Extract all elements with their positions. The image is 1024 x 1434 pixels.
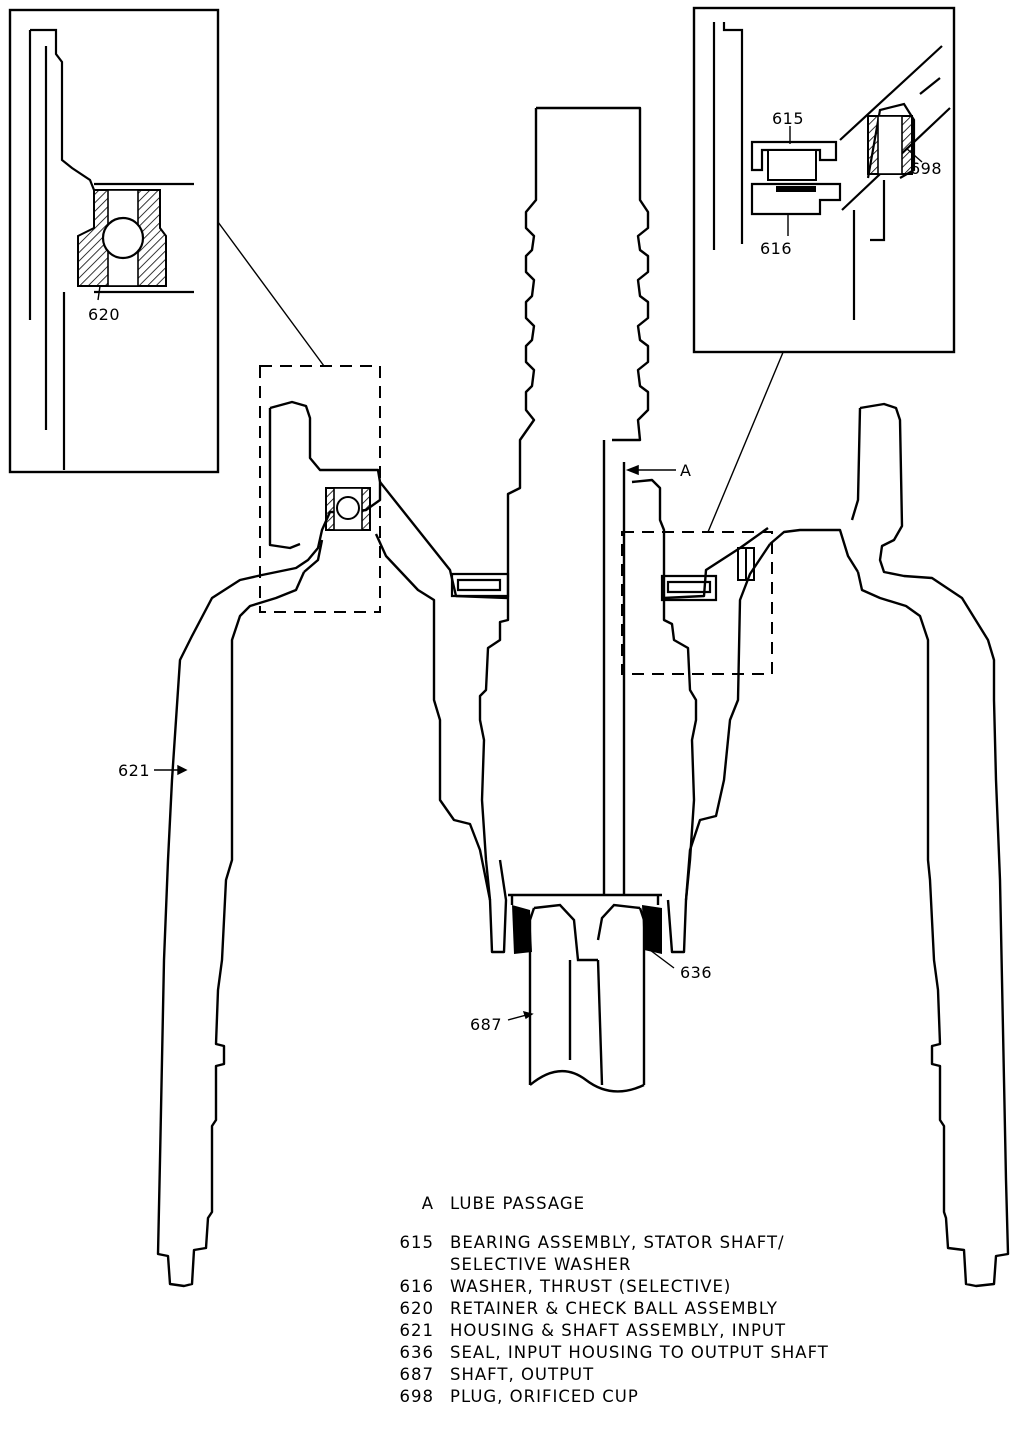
legend-code: 616	[399, 1277, 434, 1296]
callout-616: 616	[760, 239, 792, 258]
callout-615: 615	[772, 109, 804, 128]
legend-description: RETAINER & CHECK BALL ASSEMBLY	[450, 1299, 778, 1318]
legend-description: WASHER, THRUST (SELECTIVE)	[450, 1277, 732, 1296]
output-shaft	[528, 903, 646, 1093]
legend-code: 636	[399, 1343, 434, 1362]
legend-code: 620	[399, 1299, 434, 1318]
legend-item-698: 698 PLUG, ORIFICED CUP	[372, 1386, 992, 1408]
legend-spacer	[372, 1215, 992, 1232]
orificed-cup-plug	[737, 547, 755, 581]
callout-620: 620	[88, 305, 120, 324]
hub-bushings	[450, 572, 718, 602]
legend-code: 687	[399, 1365, 434, 1384]
inset-check-ball-detail	[8, 8, 220, 474]
parts-legend: A LUBE PASSAGE 615 BEARING ASSEMBLY, STA…	[372, 1193, 992, 1408]
callout-621: 621	[118, 761, 150, 780]
callout-698: 698	[910, 159, 942, 178]
check-ball-assembly	[325, 487, 371, 531]
legend-description: HOUSING & SHAFT ASSEMBLY, INPUT	[450, 1321, 787, 1340]
detail-leader-lines	[217, 221, 785, 533]
legend-code: 615	[399, 1233, 434, 1252]
legend-description: PLUG, ORIFICED CUP	[450, 1387, 639, 1406]
legend-item-621: 621 HOUSING & SHAFT ASSEMBLY, INPUT	[372, 1320, 992, 1342]
legend-code: 621	[399, 1321, 434, 1340]
legend-description: SEAL, INPUT HOUSING TO OUTPUT SHAFT	[450, 1343, 829, 1362]
callout-636: 636	[680, 963, 712, 982]
callout-leaders	[154, 764, 675, 1021]
legend-item-615: 615 BEARING ASSEMBLY, STATOR SHAFT/ SELE…	[372, 1232, 992, 1276]
legend-item-616: 616 WASHER, THRUST (SELECTIVE)	[372, 1276, 992, 1298]
input-housing-outline	[156, 106, 1010, 1288]
legend-code: 698	[399, 1387, 434, 1406]
detail-region-boxes	[259, 365, 773, 675]
callout-a: A	[680, 461, 691, 480]
legend-item-a: A LUBE PASSAGE	[372, 1193, 992, 1215]
legend-item-620: 620 RETAINER & CHECK BALL ASSEMBLY	[372, 1298, 992, 1320]
legend-code: A	[421, 1194, 434, 1213]
legend-description: LUBE PASSAGE	[450, 1194, 586, 1213]
lube-passage-arrow	[625, 464, 676, 476]
legend-description: BEARING ASSEMBLY, STATOR SHAFT/ SELECTIV…	[450, 1233, 785, 1274]
callout-687: 687	[470, 1015, 502, 1034]
legend-description: SHAFT, OUTPUT	[450, 1365, 595, 1384]
seal-636	[512, 905, 662, 954]
legend-item-687: 687 SHAFT, OUTPUT	[372, 1364, 992, 1386]
legend-item-636: 636 SEAL, INPUT HOUSING TO OUTPUT SHAFT	[372, 1342, 992, 1364]
inset-bearing-detail	[692, 6, 956, 354]
